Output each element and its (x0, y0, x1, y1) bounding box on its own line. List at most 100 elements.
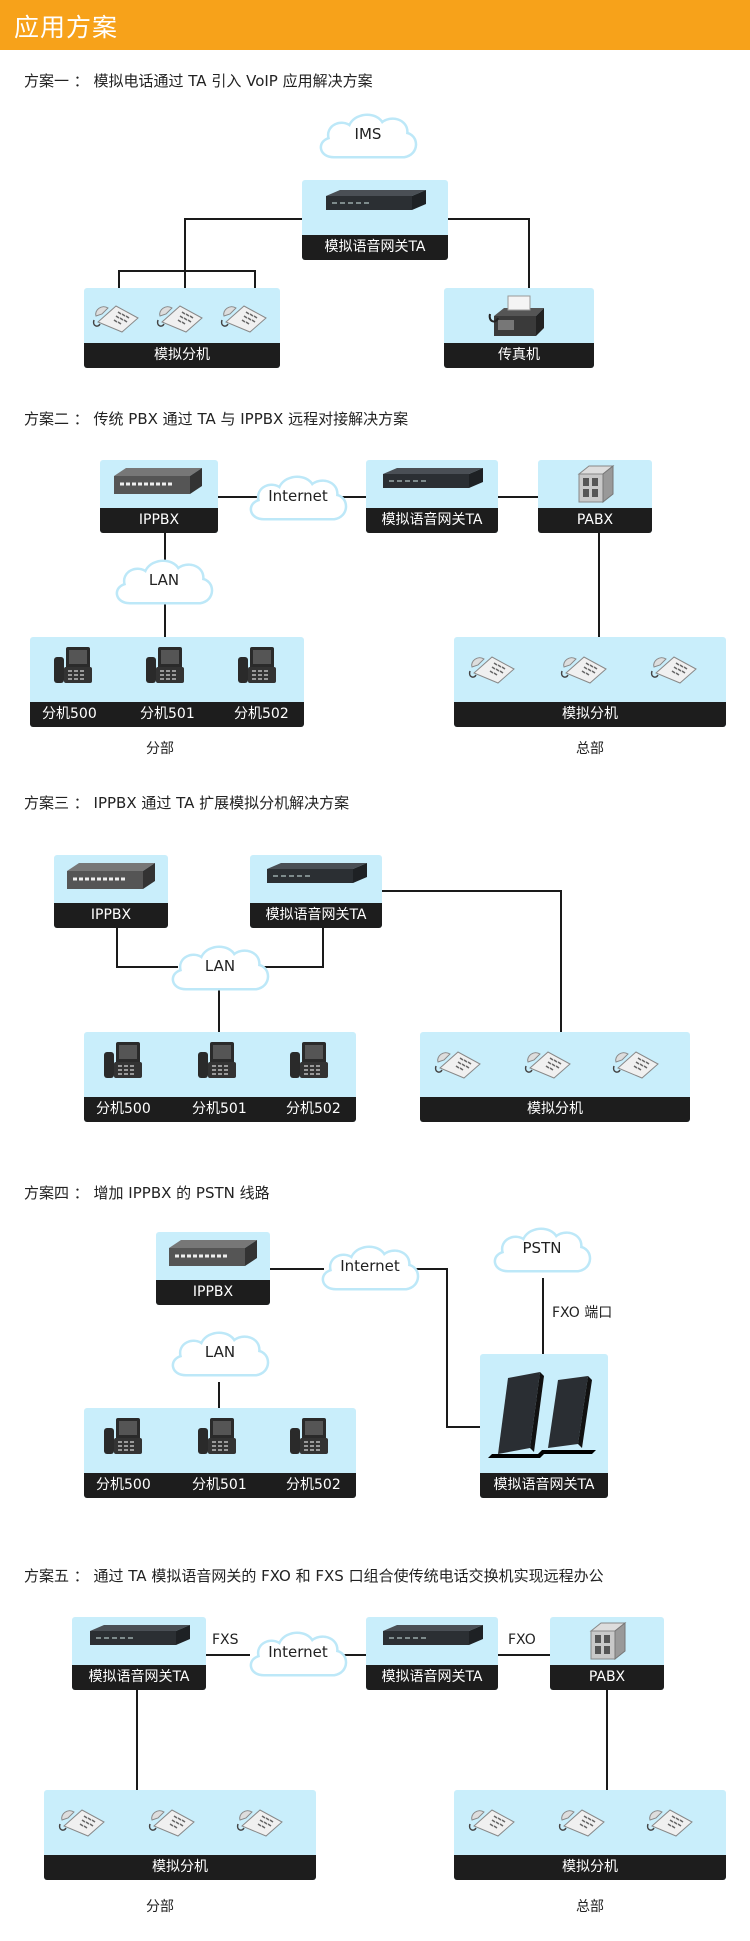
s4-pstn-cloud: PSTN (490, 1222, 594, 1278)
ims-label: IMS (354, 125, 382, 143)
s2-ippbx-box: IPPBX (100, 460, 218, 533)
s3-lan-label: LAN (204, 957, 236, 975)
s3-phones-box: 模拟分机 (420, 1032, 690, 1122)
gateway-tower-icon (484, 1368, 604, 1458)
s4-internet-label: Internet (340, 1257, 400, 1275)
s4-ext-501: 分机501 (192, 1477, 247, 1493)
page-title: 应用方案 (14, 13, 119, 42)
s2-ext-label-bar (30, 702, 304, 727)
s4-line (410, 1268, 448, 1270)
phone-icon (558, 1800, 608, 1838)
s5-line (136, 1690, 138, 1790)
ims-cloud: IMS (316, 108, 420, 164)
s5-internet-label: Internet (268, 1643, 328, 1661)
s1-gateway-label: 模拟语音网关TA (302, 235, 448, 260)
phone-icon (156, 296, 206, 334)
s4-lan-label: LAN (204, 1343, 236, 1361)
s3-ext-502: 分机502 (286, 1101, 341, 1117)
s5-gateway-left-label: 模拟语音网关TA (72, 1665, 206, 1690)
s3-ext-label-bar (84, 1097, 356, 1122)
s1-line (448, 218, 530, 220)
ip-phone-icon (236, 645, 278, 685)
s4-line (542, 1278, 544, 1354)
s5-line (206, 1654, 250, 1656)
s3-ext-500: 分机500 (96, 1101, 151, 1117)
pabx-icon (587, 1621, 627, 1661)
s3-ippbx-box: IPPBX (54, 855, 168, 928)
s2-pabx-label: PABX (538, 508, 652, 533)
s4-fxo-port-caption: FXO 端口 (552, 1305, 613, 1321)
s2-pabx-box: PABX (538, 460, 652, 533)
s5-gateway-mid-label: 模拟语音网关TA (366, 1665, 498, 1690)
s3-phones-label: 模拟分机 (420, 1097, 690, 1122)
s4-ext-500: 分机500 (96, 1477, 151, 1493)
s1-phones-label: 模拟分机 (84, 343, 280, 368)
s5-phones-left-label: 模拟分机 (44, 1855, 316, 1880)
ippbx-icon (110, 466, 206, 498)
phone-icon (560, 647, 610, 685)
s4-ext-502: 分机502 (286, 1477, 341, 1493)
s2-lan-label: LAN (148, 571, 180, 589)
phone-icon (58, 1800, 108, 1838)
ip-phone-icon (144, 645, 186, 685)
s5-branch-caption: 分部 (146, 1899, 174, 1915)
ip-phone-icon (52, 645, 94, 685)
phone-icon (434, 1042, 484, 1080)
s2-line (598, 533, 600, 637)
s3-line (258, 966, 324, 968)
phone-icon (236, 1800, 286, 1838)
s3-line (116, 928, 118, 968)
gateway-icon (84, 1623, 194, 1649)
s5-line (336, 1654, 366, 1656)
s5-line (498, 1654, 550, 1656)
s2-gateway-box: 模拟语音网关TA (366, 460, 498, 533)
s4-ippbx-box: IPPBX (156, 1232, 270, 1305)
phone-icon (646, 1800, 696, 1838)
s1-fax-box: 传真机 (444, 288, 594, 368)
phone-icon (524, 1042, 574, 1080)
s4-lan-cloud: LAN (168, 1326, 272, 1382)
scheme4-title: 方案四 ： 增加 IPPBX 的 PSTN 线路 (24, 1184, 270, 1202)
s2-phones-box: 模拟分机 (454, 637, 726, 727)
s2-internet-cloud: Internet (246, 470, 350, 526)
s5-fxs-caption: FXS (212, 1632, 239, 1648)
s4-internet-cloud: Internet (318, 1240, 422, 1296)
s3-gateway-label: 模拟语音网关TA (250, 903, 382, 928)
s2-ext-501: 分机501 (140, 706, 195, 722)
s3-ext-501: 分机501 (192, 1101, 247, 1117)
s3-lan-cloud: LAN (168, 940, 272, 996)
s5-line (606, 1690, 608, 1790)
s4-ippbx-label: IPPBX (156, 1280, 270, 1305)
fax-icon (488, 294, 548, 340)
header-bar: 应用方案 (0, 0, 750, 50)
ip-phone-icon (102, 1040, 144, 1080)
s5-phones-right-box: 模拟分机 (454, 1790, 726, 1880)
s1-gateway-box: 模拟语音网关TA (302, 180, 448, 260)
s1-phones-box: 模拟分机 (84, 288, 280, 368)
s1-fax-label: 传真机 (444, 343, 594, 368)
phone-icon (220, 296, 270, 334)
s2-lan-cloud: LAN (112, 554, 216, 610)
gateway-icon (261, 861, 371, 887)
phone-icon (468, 1800, 518, 1838)
ippbx-icon (63, 861, 159, 893)
pabx-icon (575, 464, 615, 504)
scheme5-title: 方案五 ： 通过 TA 模拟语音网关的 FXO 和 FXS 口组合使传统电话交换… (24, 1567, 604, 1585)
s4-ext-box: 分机500 分机501 分机502 (84, 1408, 356, 1498)
s3-ext-box: 分机500 分机501 分机502 (84, 1032, 356, 1122)
s3-line (382, 890, 562, 892)
scheme3-title: 方案三 ： IPPBX 通过 TA 扩展模拟分机解决方案 (24, 794, 350, 812)
s2-branch-caption: 分部 (146, 741, 174, 757)
s5-gateway-mid-box: 模拟语音网关TA (366, 1617, 498, 1690)
phone-icon (148, 1800, 198, 1838)
s2-hq-caption: 总部 (576, 741, 604, 757)
s1-line (184, 218, 186, 288)
ip-phone-icon (196, 1416, 238, 1456)
s4-line (270, 1268, 324, 1270)
s4-line (446, 1426, 480, 1428)
s4-line (446, 1268, 448, 1428)
s5-phones-right-label: 模拟分机 (454, 1855, 726, 1880)
s2-ext-500: 分机500 (42, 706, 97, 722)
s2-internet-label: Internet (268, 487, 328, 505)
s4-gateway-label: 模拟语音网关TA (480, 1473, 608, 1498)
